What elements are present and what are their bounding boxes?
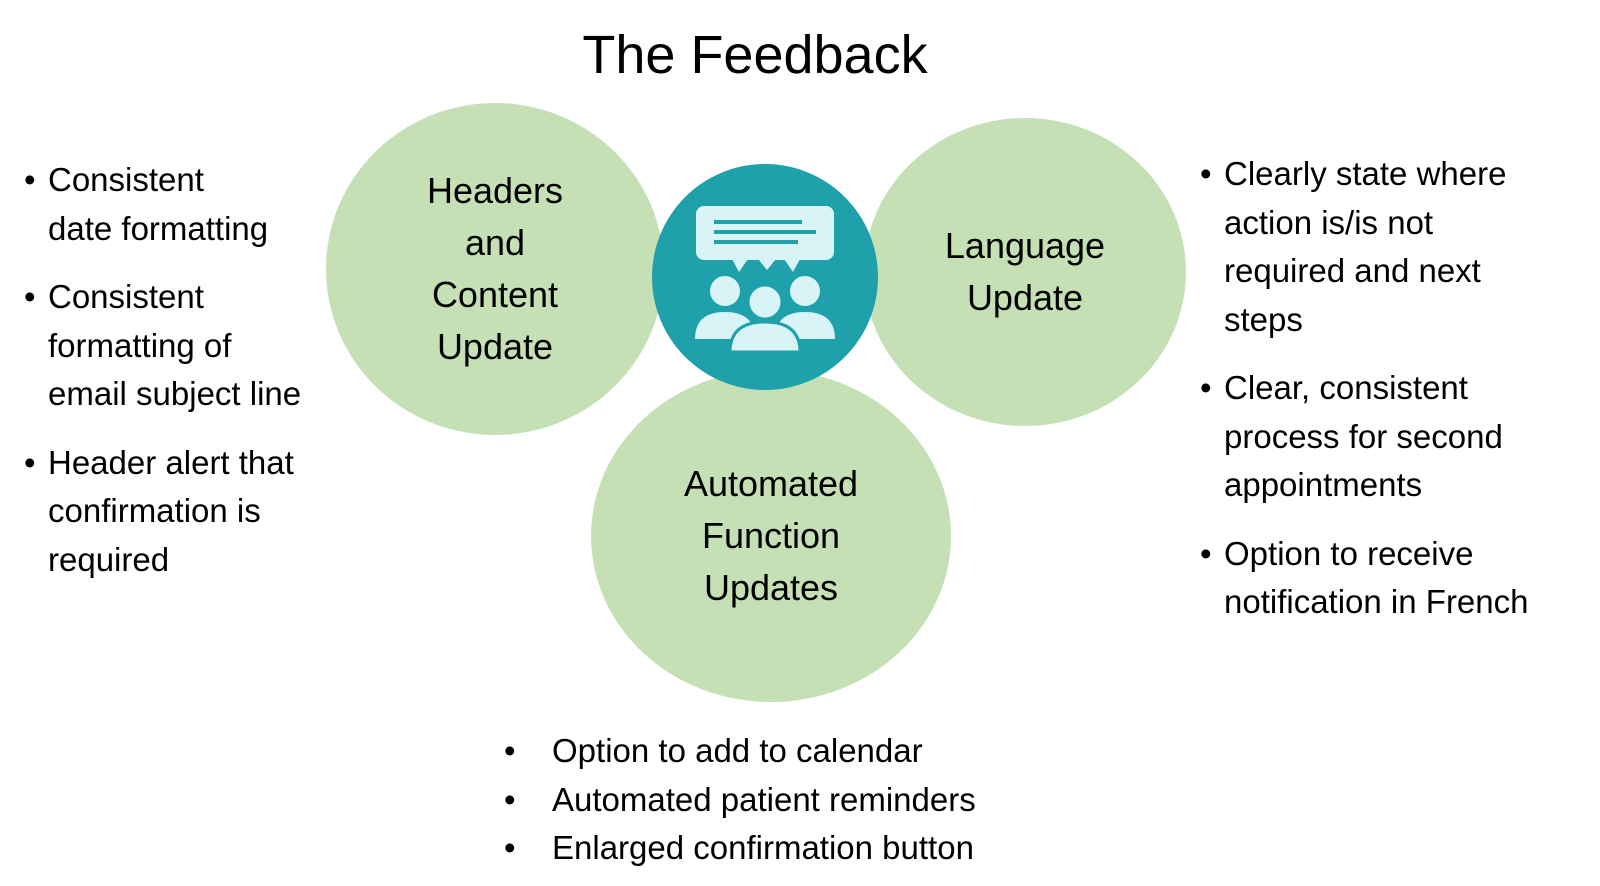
right-bullet-list: Clearly state where action is/is not req…: [1200, 150, 1580, 647]
page-title: The Feedback: [582, 25, 928, 85]
list-item: Automated patient reminders: [504, 776, 976, 825]
list-item: Option to receive notification in French: [1200, 530, 1580, 627]
list-item: Header alert that confirmation is requir…: [24, 439, 344, 585]
headers-content-label: Headers and Content Update: [426, 170, 564, 367]
list-item: Clearly state where action is/is not req…: [1200, 150, 1580, 344]
language-update-circle: Language Update: [864, 118, 1186, 426]
list-item: Clear, consistent process for second app…: [1200, 364, 1580, 510]
list-item: Option to add to calendar: [504, 727, 976, 776]
headers-content-circle: Headers and Content Update: [326, 103, 664, 435]
automated-function-circle: Automated Function Updates: [591, 370, 951, 702]
feedback-hub: [652, 164, 878, 390]
left-bullet-list: Consistent date formatting Consistent fo…: [24, 156, 344, 604]
list-item: Enlarged confirmation button: [504, 824, 976, 873]
bottom-bullet-list: Option to add to calendar Automated pati…: [504, 727, 976, 873]
feedback-group-chat-icon: [695, 206, 835, 354]
automated-function-label: Automated Function Updates: [683, 463, 859, 608]
list-item: Consistent formatting of email subject l…: [24, 273, 344, 419]
list-item: Consistent date formatting: [24, 156, 344, 253]
language-update-label: Language Update: [944, 225, 1106, 318]
